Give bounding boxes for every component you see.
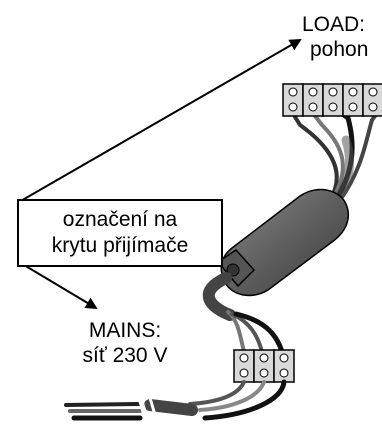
mains-label: MAINS: síť 230 V xyxy=(60,318,190,368)
load-label-line2: pohon xyxy=(310,38,369,61)
mains-label-line2: síť 230 V xyxy=(82,344,168,367)
load-label-line1: LOAD: xyxy=(302,13,366,36)
cover-box-line2: krytu přijímače xyxy=(51,234,189,257)
cover-box-line1: označení na xyxy=(62,208,178,231)
receiver-body xyxy=(216,188,350,297)
receiver-cover-marking-box: označení na krytu přijímače xyxy=(17,199,223,267)
pointer-line-to-mains xyxy=(18,261,98,310)
mains-terminal-block xyxy=(233,349,295,383)
pointer-line-to-load xyxy=(18,39,302,203)
load-wires xyxy=(290,109,380,210)
load-label: LOAD: pohon xyxy=(302,12,368,62)
mains-cable xyxy=(202,272,285,355)
mains-input-wires xyxy=(64,379,287,425)
mains-label-line1: MAINS: xyxy=(88,319,162,342)
load-terminal-block xyxy=(282,83,382,117)
